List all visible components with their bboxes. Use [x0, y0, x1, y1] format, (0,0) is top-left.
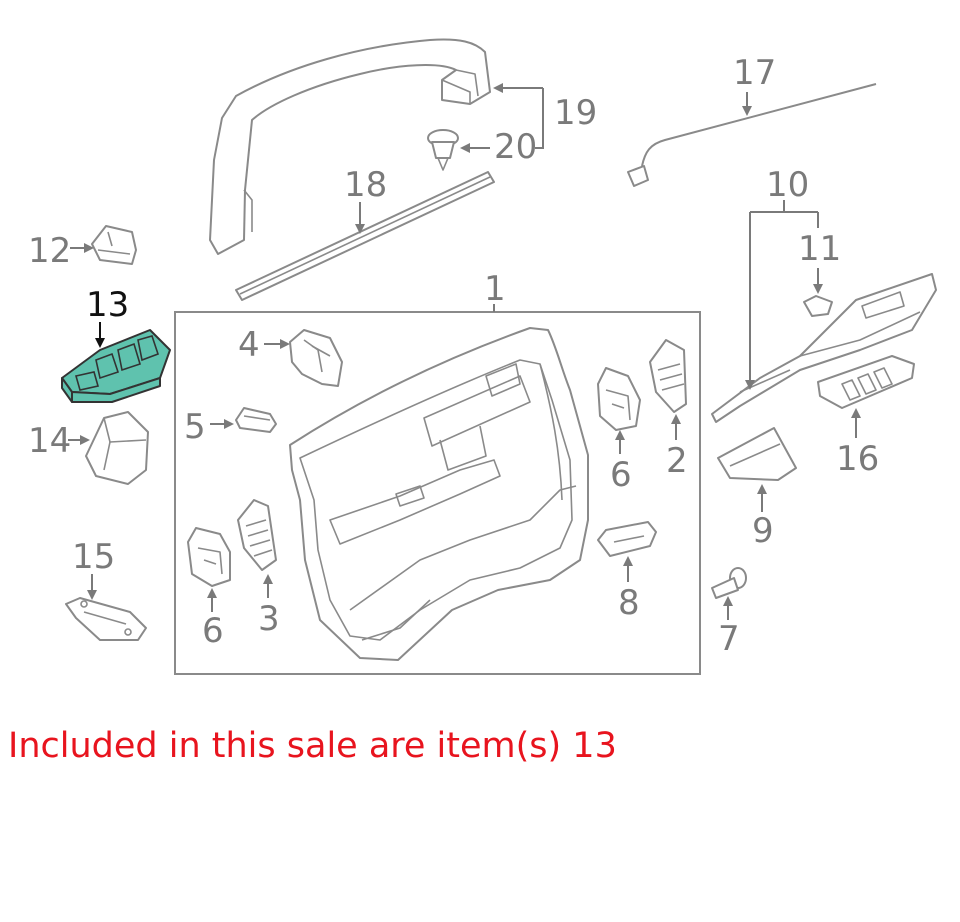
label-13: 13 — [86, 285, 129, 325]
part-16-switch-panel — [817, 355, 915, 409]
part-7-screw — [711, 567, 747, 599]
part-18-belt-molding — [235, 171, 495, 301]
part-3-ribbed-bracket — [237, 499, 277, 571]
label-17: 17 — [733, 53, 776, 93]
label-8: 8 — [618, 583, 640, 623]
label-6-left: 6 — [202, 611, 224, 651]
part-20-clip — [427, 129, 459, 171]
label-7: 7 — [718, 619, 740, 659]
part-14-switch — [85, 411, 149, 485]
label-20: 20 — [494, 127, 537, 167]
label-6-right: 6 — [610, 455, 632, 495]
part-8-handle-bezel — [597, 521, 657, 557]
label-1: 1 — [484, 269, 506, 309]
leader-19-bracket — [535, 88, 544, 149]
parts-diagram: 19 20 18 17 12 13 14 — [28, 38, 937, 675]
label-3: 3 — [258, 599, 280, 639]
label-18: 18 — [344, 165, 387, 205]
label-16: 16 — [836, 439, 879, 479]
label-5: 5 — [184, 407, 206, 447]
label-11: 11 — [798, 229, 841, 269]
part-10-trim-assembly — [711, 273, 937, 423]
assembly-frame — [174, 311, 701, 675]
part-19-door-sash — [209, 38, 491, 255]
label-19: 19 — [554, 93, 597, 133]
part-12-switch — [91, 225, 137, 265]
part-6-bracket-left — [187, 527, 231, 587]
part-4-bracket — [289, 329, 343, 387]
part-15-bracket — [65, 597, 147, 641]
part-2-ribbed-bracket — [649, 339, 687, 413]
label-14: 14 — [28, 421, 71, 461]
label-15: 15 — [72, 537, 115, 577]
label-4: 4 — [238, 325, 260, 365]
label-12: 12 — [28, 231, 71, 271]
part-11-clip — [803, 295, 833, 317]
part-17-cable — [627, 83, 877, 187]
part-1-door-trim-panel — [289, 327, 589, 661]
part-5-clip — [235, 407, 277, 433]
part-9-pocket — [717, 427, 797, 481]
part-13-window-switch — [61, 329, 171, 403]
part-6-bracket-right — [597, 367, 641, 431]
label-9: 9 — [752, 511, 774, 551]
label-10: 10 — [766, 165, 809, 205]
label-2: 2 — [666, 441, 688, 481]
sale-included-items-text: Included in this sale are item(s) 13 — [8, 726, 617, 766]
